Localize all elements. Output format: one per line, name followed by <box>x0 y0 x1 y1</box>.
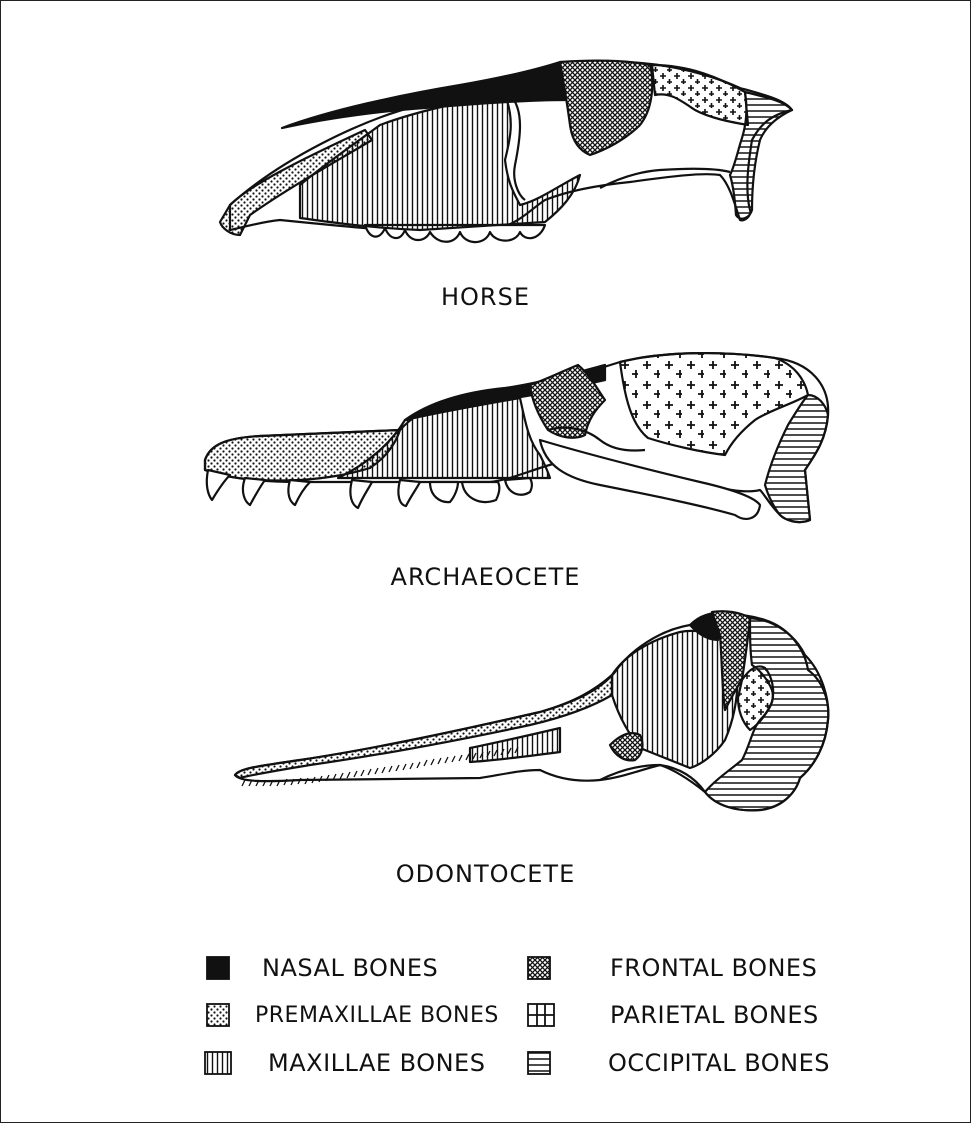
skull-label-odontocete: ODONTOCETE <box>0 860 971 888</box>
legend-label-occipital: OCCIPITAL BONES <box>608 1049 830 1077</box>
skull-label-archaeocete: ARCHAEOCETE <box>0 563 971 591</box>
legend-swatch-maxillae <box>205 1052 231 1074</box>
legend-swatch-frontal <box>528 957 550 979</box>
horse-skull <box>220 61 792 242</box>
legend-label-parietal: PARIETAL BONES <box>610 1001 819 1029</box>
legend-label-frontal: FRONTAL BONES <box>610 954 817 982</box>
legend-label-maxillae: MAXILLAE BONES <box>268 1049 485 1077</box>
legend-swatch-occipital <box>528 1052 550 1074</box>
legend-label-nasal: NASAL BONES <box>262 954 438 982</box>
legend-label-premaxillae: PREMAXILLAE BONES <box>255 1003 499 1028</box>
archaeocete-skull <box>205 353 828 522</box>
odontocete-skull <box>235 611 828 810</box>
legend-swatch-premaxillae <box>207 1004 229 1026</box>
legend-swatch-nasal <box>207 957 229 979</box>
skull-label-horse: HORSE <box>0 283 971 311</box>
